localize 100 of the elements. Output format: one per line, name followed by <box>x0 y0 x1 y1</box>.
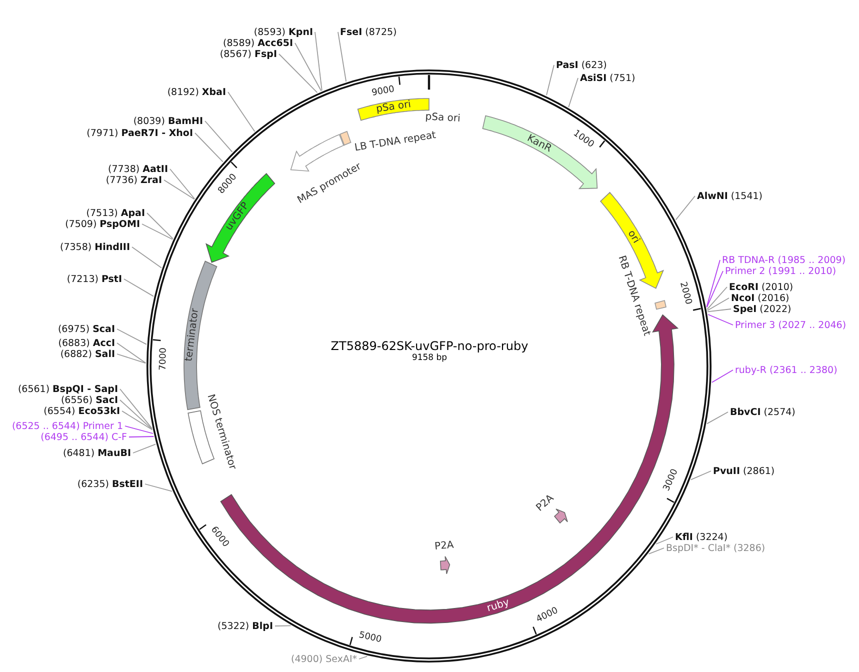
feature-label: pSa ori <box>425 112 461 124</box>
tick-label: 9000 <box>371 84 396 98</box>
restriction-site-label: (6554) Eco53kI <box>44 406 120 416</box>
feature-label: ruby <box>486 597 511 614</box>
leader-line <box>708 314 734 326</box>
restriction-site-label: (5322) BlpI <box>218 620 273 632</box>
restriction-site-label: KflI (3224) <box>675 532 728 542</box>
tick-label: 5000 <box>358 630 382 646</box>
leader-line <box>146 212 174 240</box>
feature-band <box>206 173 276 263</box>
tick-label: 3000 <box>662 468 680 493</box>
leader-line <box>656 536 674 544</box>
leader-line <box>568 78 578 108</box>
leader-line <box>706 298 730 311</box>
leader-line <box>338 32 347 82</box>
leader-line <box>690 470 712 480</box>
feature-segment <box>357 98 461 124</box>
leader-line <box>707 308 732 312</box>
restriction-site-label: (7736) ZraI <box>106 174 162 186</box>
restriction-site-label: (6235) BstEII <box>77 478 143 490</box>
restriction-site-label: NcoI (2016) <box>731 292 790 304</box>
restriction-site-label: RB TDNA-R (1985 .. 2009) <box>722 254 846 266</box>
restriction-site-label: EcoRI (2010) <box>729 282 794 292</box>
tick-label: 2000 <box>678 280 694 306</box>
feature-label: RB T-DNA repeat <box>616 254 652 338</box>
restriction-site-label: (8567) FspI <box>220 48 277 60</box>
restriction-site-label: (8593) KpnI <box>254 26 313 38</box>
tick-label: 7000 <box>158 347 169 371</box>
leader-line <box>116 354 146 364</box>
leader-line <box>706 260 720 308</box>
leader-line <box>294 42 322 92</box>
leader-line <box>120 388 152 429</box>
restriction-site-label: (6882) SalI <box>60 348 115 360</box>
leader-line <box>132 444 156 454</box>
feature-band <box>434 540 454 574</box>
leader-line <box>132 246 162 268</box>
leader-line <box>124 426 154 434</box>
leader-line <box>648 548 664 554</box>
restriction-site-label: (4900) SexAI* <box>291 654 357 664</box>
leader-line <box>164 180 195 200</box>
restriction-site-label: AsiSI (751) <box>580 72 636 84</box>
feature-band <box>534 492 568 524</box>
leader-line <box>116 328 147 345</box>
restriction-site-label: BspDI* - ClaI* (3286) <box>666 542 766 554</box>
feature-label: P2A <box>434 540 454 552</box>
restriction-site-label: (7513) ApaI <box>86 208 145 218</box>
feature-segment <box>188 393 238 471</box>
feature-label: LB T-DNA repeat <box>354 130 437 154</box>
restriction-site-label: SpeI (2022) <box>733 304 792 314</box>
leader-line <box>706 270 724 308</box>
feature-label: P2A <box>534 492 556 514</box>
leader-line <box>706 286 728 310</box>
restriction-site-label: (7358) HindIII <box>60 242 130 252</box>
restriction-site-label: Primer 2 (1991 .. 2010) <box>725 266 836 276</box>
sequence-length: 9158 bp <box>412 353 448 363</box>
restriction-site-label: (8192) XbaI <box>167 86 226 98</box>
leader-line <box>274 625 292 626</box>
leader-line <box>142 224 174 240</box>
restriction-site-label: (6556) SacI <box>60 394 118 406</box>
leader-line <box>204 120 233 152</box>
feature-label: ori <box>625 228 642 246</box>
restriction-site-label: (6883) AccI <box>58 338 115 348</box>
leader-line <box>278 54 318 94</box>
restriction-site-label: FseI (8725) <box>340 26 397 38</box>
restriction-site-label: (6561) BspQI - SapI <box>18 384 118 394</box>
leader-line <box>706 412 728 424</box>
restriction-site-label: Primer 3 (2027 .. 2046) <box>735 320 846 330</box>
feature-band <box>482 115 598 190</box>
leader-line <box>128 436 154 438</box>
leader-line <box>120 400 153 430</box>
leader-line <box>170 168 196 200</box>
restriction-site-label: (6975) ScaI <box>58 324 115 334</box>
restriction-site-label: ruby-R (2361 .. 2380) <box>735 364 838 376</box>
leader-line <box>124 278 154 297</box>
feature-label: terminator <box>184 308 202 362</box>
leader-line <box>675 196 696 220</box>
leader-line <box>358 656 368 660</box>
restriction-site-label: PasI (623) <box>556 60 607 70</box>
restriction-site-label: (6495 .. 6544) C-F <box>40 432 127 442</box>
leader-line <box>122 410 153 430</box>
leader-line <box>546 64 554 96</box>
restriction-site-label: AlwNI (1541) <box>697 190 762 202</box>
tick-label: 4000 <box>534 606 560 625</box>
restriction-site-label: BbvCI (2574) <box>730 406 796 418</box>
plasmid-name: ZT5889-62SK-uvGFP-no-pro-ruby <box>330 339 528 353</box>
feature-label: pSa ori <box>375 99 412 115</box>
leader-line <box>314 32 322 91</box>
leader-line <box>711 370 734 383</box>
leader-line <box>228 92 256 132</box>
restriction-site-label: (6525 .. 6544) Primer 1 <box>12 420 123 432</box>
leader-line <box>194 132 224 162</box>
restriction-site-label: PvuII (2861) <box>713 466 775 476</box>
leader-line <box>144 484 172 492</box>
restriction-site-label: (7971) PaeR7I - XhoI <box>86 128 193 138</box>
restriction-site-label: (8039) BamHI <box>133 116 203 126</box>
restriction-site-label: (8589) Acc65I <box>223 38 293 48</box>
restriction-site-label: (7509) PspOMI <box>65 218 140 230</box>
restriction-site-label: (7738) AatII <box>108 164 168 174</box>
restriction-site-label: (6481) MauBI <box>62 448 131 458</box>
restriction-site-label: (7213) PstI <box>66 274 122 284</box>
